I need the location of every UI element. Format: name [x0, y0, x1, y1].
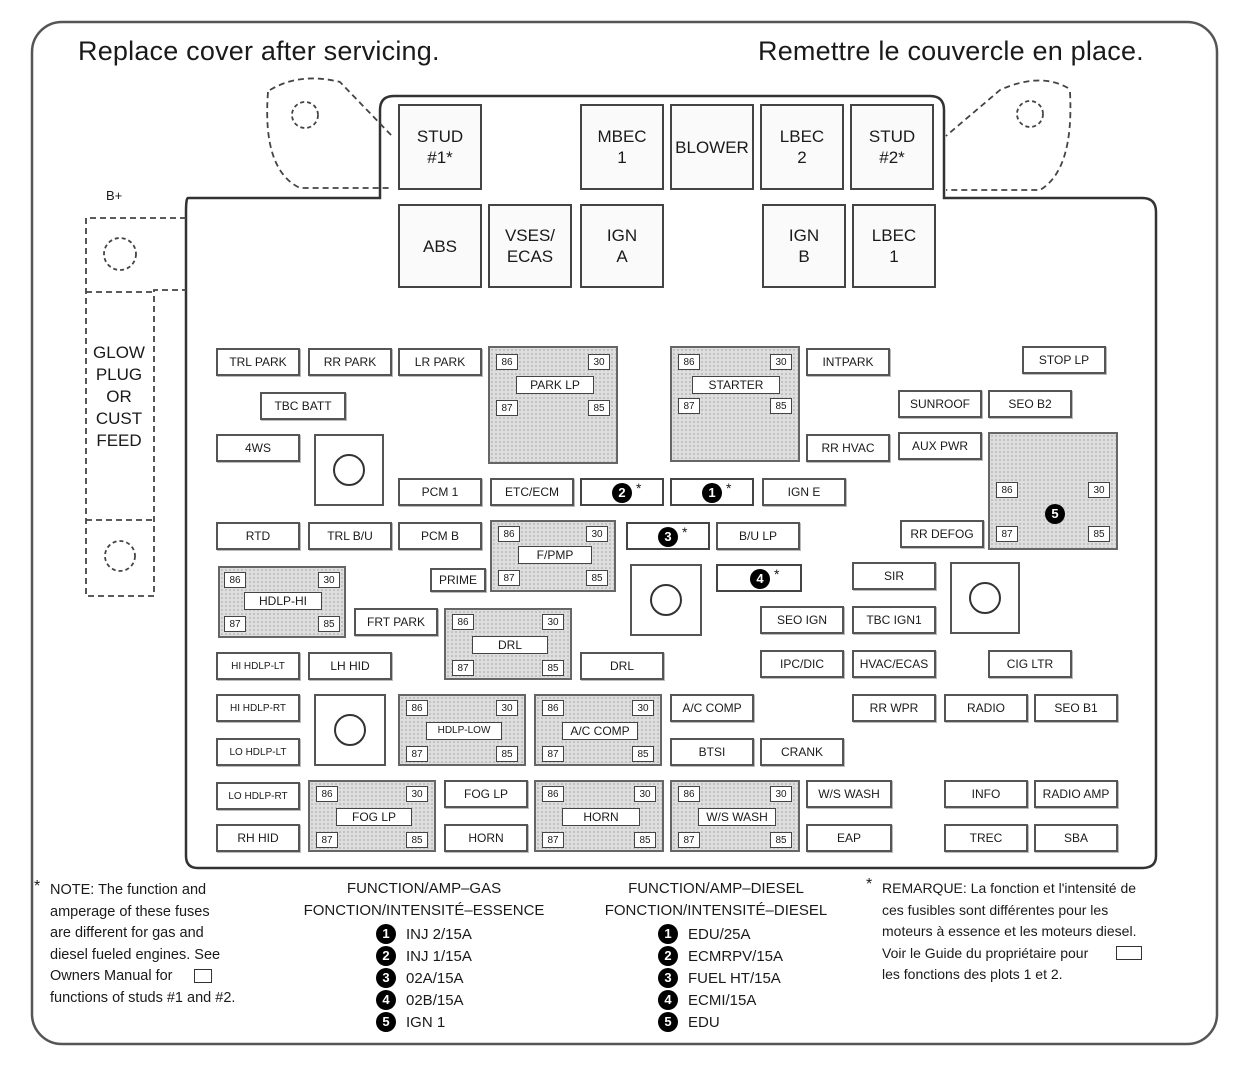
fuse-intpark: INTPARK — [806, 348, 890, 376]
fuse-radio: RADIO — [944, 694, 1028, 722]
fuse-ipc-dic: IPC/DIC — [760, 650, 844, 678]
abs: ABS — [398, 204, 482, 288]
note-right: REMARQUE: La fonction et l'intensité de … — [882, 880, 1137, 982]
stud-left-hole-icon — [291, 101, 319, 129]
fuse-marker-4: 4 * — [716, 564, 802, 592]
relay-drl: 86 30 DRL 87 85 — [444, 608, 572, 680]
fuse-hvac-ecas: HVAC/ECAS — [852, 650, 936, 678]
fuse-trec: TREC — [944, 824, 1028, 852]
fuse-marker-2: 2 * — [580, 478, 664, 506]
fuse-cig-ltr: CIG LTR — [988, 650, 1072, 678]
bplus-stud-icon — [103, 237, 137, 271]
mbec-1: MBEC 1 — [580, 104, 664, 190]
note-right-star: * — [866, 876, 873, 893]
relay-fpmp: 86 30 F/PMP 87 85 — [490, 520, 616, 592]
fuse-lo-hdlp-lt: LO HDLP-LT — [216, 738, 300, 766]
relay-park-lp: 86 30 PARK LP 87 85 — [488, 346, 618, 464]
fuse-pcm-b: PCM B — [398, 522, 482, 550]
header-right: Remettre le couvercle en place. — [758, 36, 1144, 66]
fuse-btsi: BTSI — [670, 738, 754, 766]
fuse-ign-e: IGN E — [762, 478, 846, 506]
fuse-info: INFO — [944, 780, 1028, 808]
gas-header: FUNCTION/AMP–GAS FONCTION/INTENSITÉ–ESSE… — [303, 880, 545, 919]
fuse-ac-comp: A/C COMP — [670, 694, 754, 722]
fuse-rr-defog: RR DEFOG — [900, 520, 984, 548]
vses-ecas: VSES/ ECAS — [488, 204, 572, 288]
relay-horn: 86 30 HORN 87 85 — [534, 780, 664, 852]
fuse-hi-hdlp-lt: HI HDLP-LT — [216, 652, 300, 680]
spare-socket — [950, 562, 1020, 634]
fuse-sunroof: SUNROOF — [898, 390, 982, 418]
fuse-aux-pwr: AUX PWR — [898, 432, 982, 460]
glow-plug-label: GLOW PLUG OR CUST FEED — [93, 343, 145, 450]
fuse-tbc-batt: TBC BATT — [260, 392, 346, 420]
ign-b: IGN B — [762, 204, 846, 288]
diesel-header: FUNCTION/AMP–DIESEL FONCTION/INTENSITÉ–D… — [604, 880, 828, 919]
fuse-marker-1: 1 * — [670, 478, 754, 506]
relay-hdlp-hi: 86 30 HDLP-HI 87 85 — [218, 566, 346, 638]
spare-socket — [314, 434, 384, 506]
fuse-lh-hid: LH HID — [308, 652, 392, 680]
fuse-drl: DRL — [580, 652, 664, 680]
fuse-rr-hvac: RR HVAC — [806, 434, 890, 462]
fuse-lr-park: LR PARK — [398, 348, 482, 376]
fuse-fog-lp: FOG LP — [444, 780, 528, 808]
spare-socket — [630, 564, 702, 636]
b-plus-label: B+ — [106, 188, 123, 203]
fuse-trl-park: TRL PARK — [216, 348, 300, 376]
blower: BLOWER — [670, 104, 754, 190]
stud-right-hole-icon — [1016, 100, 1044, 128]
fuse-rr-park: RR PARK — [308, 348, 392, 376]
relay-fog-lp: 86 30 FOG LP 87 85 — [308, 780, 436, 852]
fuse-sba: SBA — [1034, 824, 1118, 852]
stud-1: STUD #1* — [398, 104, 482, 190]
relay-ac-comp: 86 30 A/C COMP 87 85 — [534, 694, 662, 766]
fuse-rr-wpr: RR WPR — [852, 694, 936, 722]
fuse-seo-ign: SEO IGN — [760, 606, 844, 634]
fuse-rh-hid: RH HID — [216, 824, 300, 852]
fuse-lo-hdlp-rt: LO HDLP-RT — [216, 782, 300, 810]
fuse-stop-lp: STOP LP — [1022, 346, 1106, 374]
fuse-ws-wash: W/S WASH — [806, 780, 892, 808]
lbec-1: LBEC 1 — [852, 204, 936, 288]
lbec-2: LBEC 2 — [760, 104, 844, 190]
fuse-crank: CRANK — [760, 738, 844, 766]
header-left: Replace cover after servicing. — [78, 36, 440, 66]
fuse-sir: SIR — [852, 562, 936, 590]
fuse-pcm-1: PCM 1 — [398, 478, 482, 506]
fuse-eap: EAP — [806, 824, 892, 852]
fuse-trl-bu: TRL B/U — [308, 522, 392, 550]
stud-2: STUD #2* — [850, 104, 934, 190]
fuse-horn: HORN — [444, 824, 528, 852]
fuse-rtd: RTD — [216, 522, 300, 550]
fuse-4ws: 4WS — [216, 434, 300, 462]
note-left-star: * — [34, 878, 41, 895]
relay-starter: 86 30 STARTER 87 85 — [670, 346, 800, 462]
fuse-bu-lp: B/U LP — [716, 522, 800, 550]
book-icon — [1116, 946, 1142, 960]
fuse-seo-b1: SEO B1 — [1034, 694, 1118, 722]
fuse-radio-amp: RADIO AMP — [1034, 780, 1118, 808]
ign-a: IGN A — [580, 204, 664, 288]
spare-socket — [314, 694, 386, 766]
relay-5: 86 30 5 87 85 — [988, 432, 1118, 550]
fuse-tbc-ign1: TBC IGN1 — [852, 606, 936, 634]
side-stud-icon — [104, 540, 136, 572]
fuse-marker-3: 3 * — [626, 522, 710, 550]
fuse-etc-ecm: ETC/ECM — [490, 478, 574, 506]
book-icon — [194, 969, 212, 983]
fuse-prime: PRIME — [430, 568, 486, 592]
fuse-frt-park: FRT PARK — [354, 608, 438, 636]
relay-hdlp-low: 86 30 HDLP-LOW 87 85 — [398, 694, 526, 766]
note-left: NOTE: The function and amperage of these… — [50, 882, 236, 1006]
fuse-seo-b2: SEO B2 — [988, 390, 1072, 418]
relay-ws-wash: 86 30 W/S WASH 87 85 — [670, 780, 800, 852]
fuse-hi-hdlp-rt: HI HDLP-RT — [216, 694, 300, 722]
